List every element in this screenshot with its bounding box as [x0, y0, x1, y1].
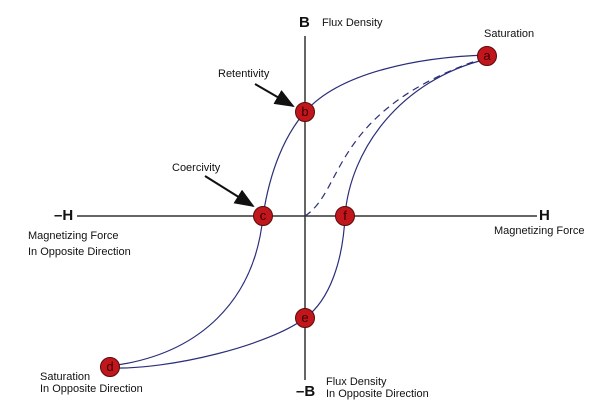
- saturation-label: Saturation: [484, 28, 535, 40]
- h-axis-label: H: [539, 207, 550, 224]
- retentivity-label: Retentivity: [218, 68, 270, 80]
- curve-b-c: [262, 111, 306, 217]
- curve-c-d: [109, 215, 264, 367]
- point-c: [253, 206, 273, 226]
- b-axis-label: B: [299, 14, 310, 31]
- saturation-opposite-label-2: In Opposite Direction: [40, 383, 143, 395]
- initial-magnetization-curve: [304, 57, 485, 217]
- point-label-a: a: [483, 48, 491, 63]
- point-f: [335, 206, 355, 226]
- point-label-f: f: [343, 208, 347, 223]
- neg-b-axis-label: –B: [296, 383, 316, 400]
- point-b: [295, 102, 315, 122]
- curve-a-b: [304, 54, 488, 113]
- flux-density-opposite-label-2: In Opposite Direction: [326, 388, 429, 400]
- coercivity-label: Coercivity: [172, 162, 221, 174]
- magnetizing-force-opposite-label-1: Magnetizing Force: [28, 230, 119, 242]
- coercivity-arrow: [204, 175, 255, 208]
- saturation-opposite-label-1: Saturation: [40, 371, 91, 383]
- point-e: [295, 308, 315, 328]
- curve-f-a: [344, 58, 488, 217]
- flux-density-opposite-label-1: Flux Density: [326, 376, 387, 388]
- point-label-d: d: [106, 359, 113, 374]
- point-label-c: c: [260, 208, 267, 223]
- flux-density-label: Flux Density: [322, 17, 383, 29]
- point-label-b: b: [301, 104, 308, 119]
- neg-h-axis-label: –H: [54, 207, 74, 224]
- point-d: [100, 357, 120, 377]
- curve-d-e: [109, 317, 306, 369]
- retentivity-arrow: [254, 83, 295, 108]
- point-a: [477, 46, 497, 66]
- magnetizing-force-label: Magnetizing Force: [494, 225, 585, 237]
- curve-e-f: [304, 215, 346, 319]
- magnetizing-force-opposite-label-2: In Opposite Direction: [28, 246, 131, 258]
- point-label-e: e: [301, 310, 308, 325]
